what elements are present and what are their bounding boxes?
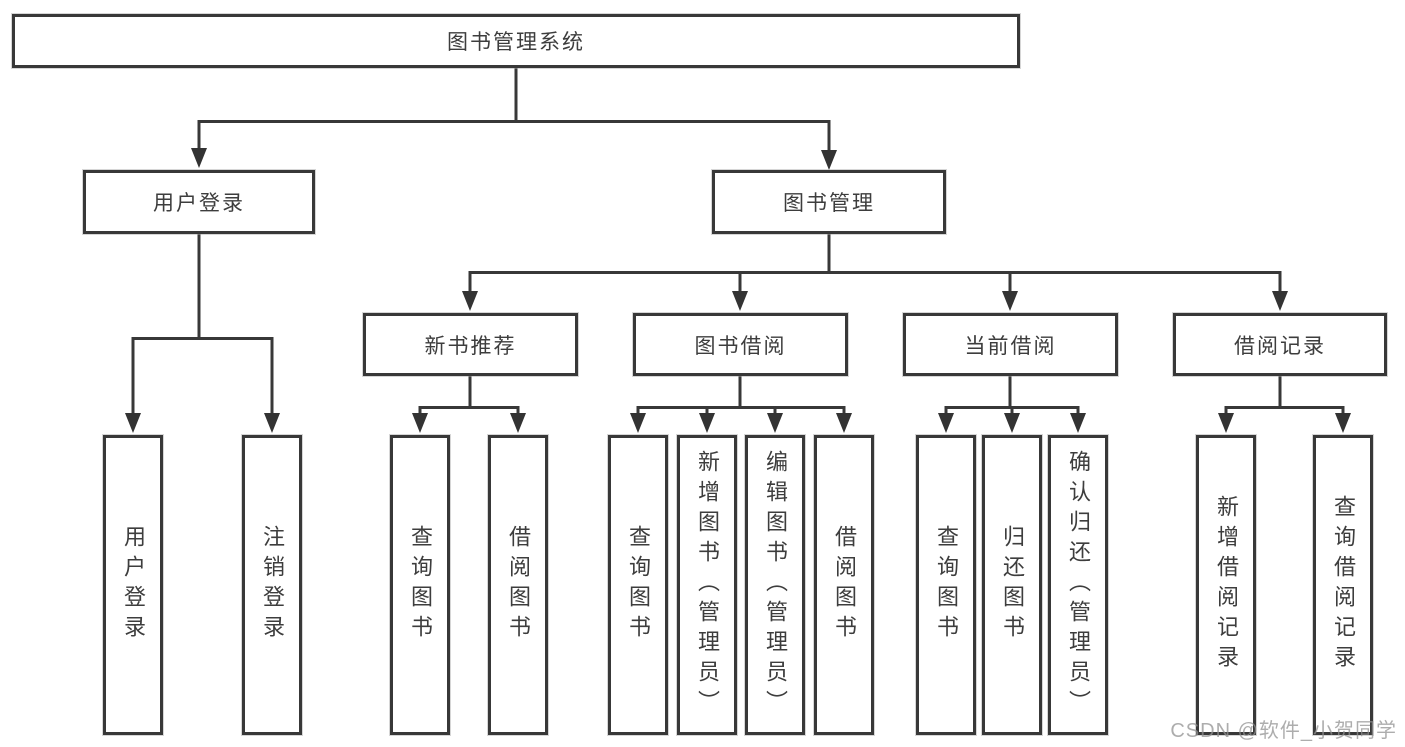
- arrowheads-level3: [462, 291, 1288, 311]
- csdn-watermark: CSDN @软件_小贺同学: [1170, 720, 1397, 742]
- node-leaf-confirm-return-admin: 确认归还（管理员）: [1048, 435, 1108, 735]
- node-leaf-query-borrow-record: 查询借阅记录: [1313, 435, 1373, 735]
- node-book-borrowing-label: 图书借阅: [694, 334, 787, 358]
- node-leaf-query-books-recommend: 查询图书: [390, 435, 450, 735]
- node-leaf-query-borrow-record-label: 查询借阅记录: [1331, 495, 1356, 675]
- arrowheads-level2: [191, 148, 837, 170]
- arrowheads-records-leaves: [1218, 413, 1351, 433]
- node-current-borrowing: 当前借阅: [903, 313, 1118, 376]
- node-library-system-label: 图书管理系统: [447, 31, 585, 54]
- node-leaf-query-books-current-label: 查询图书: [934, 525, 959, 645]
- node-borrowing-records-label: 借阅记录: [1234, 334, 1326, 358]
- arrowheads-currentborrow-leaves: [938, 413, 1086, 433]
- node-leaf-user-login-label: 用户登录: [121, 525, 146, 645]
- node-leaf-borrow-books-recommend: 借阅图书: [488, 435, 548, 735]
- arrowheads-bookborrow-leaves: [630, 413, 852, 433]
- node-leaf-logout-label: 注销登录: [260, 525, 285, 645]
- connector-records-to-leaves: [1224, 376, 1345, 413]
- node-user-login-label: 用户登录: [153, 192, 245, 215]
- node-leaf-query-books-borrow-label: 查询图书: [626, 525, 651, 645]
- node-leaf-add-books-admin: 新增图书（管理员）: [677, 435, 737, 735]
- node-book-borrowing: 图书借阅: [633, 313, 848, 376]
- connector-currentborrow-to-leaves: [944, 376, 1080, 413]
- node-leaf-logout: 注销登录: [242, 435, 302, 735]
- connector-bookmgmt-to-level3: [468, 234, 1282, 291]
- node-leaf-edit-books-admin: 编辑图书（管理员）: [745, 435, 805, 735]
- node-new-book-recommendation-label: 新书推荐: [424, 334, 517, 358]
- arrowheads-userlogin-leaves: [125, 413, 280, 433]
- node-leaf-confirm-return-admin-label: 确认归还（管理员）: [1066, 450, 1091, 720]
- node-leaf-return-books-label: 归还图书: [1000, 525, 1025, 645]
- node-borrowing-records: 借阅记录: [1173, 313, 1387, 376]
- node-leaf-query-books-current: 查询图书: [916, 435, 976, 735]
- node-leaf-borrow-books: 借阅图书: [814, 435, 874, 735]
- node-leaf-borrow-books-recommend-label: 借阅图书: [506, 525, 531, 645]
- node-leaf-add-books-admin-label: 新增图书（管理员）: [695, 450, 720, 720]
- node-leaf-add-borrow-record: 新增借阅记录: [1196, 435, 1256, 735]
- connector-newbook-to-leaves: [418, 376, 520, 413]
- node-current-borrowing-label: 当前借阅: [964, 334, 1057, 358]
- node-new-book-recommendation: 新书推荐: [363, 313, 578, 376]
- node-user-login: 用户登录: [83, 170, 315, 234]
- connector-root-to-level2: [197, 68, 831, 150]
- node-book-management: 图书管理: [712, 170, 946, 234]
- node-leaf-add-borrow-record-label: 新增借阅记录: [1214, 495, 1239, 675]
- node-leaf-user-login: 用户登录: [103, 435, 163, 735]
- node-leaf-return-books: 归还图书: [982, 435, 1042, 735]
- node-leaf-borrow-books-label: 借阅图书: [832, 525, 857, 645]
- node-book-management-label: 图书管理: [783, 192, 875, 215]
- arrowheads-newbook-leaves: [412, 413, 526, 433]
- node-leaf-edit-books-admin-label: 编辑图书（管理员）: [763, 450, 788, 720]
- connector-bookborrow-to-leaves: [636, 376, 846, 413]
- node-leaf-query-books-borrow: 查询图书: [608, 435, 668, 735]
- node-leaf-query-books-recommend-label: 查询图书: [408, 525, 433, 645]
- node-library-system: 图书管理系统: [12, 14, 1020, 68]
- connector-userlogin-to-leaves: [131, 234, 274, 413]
